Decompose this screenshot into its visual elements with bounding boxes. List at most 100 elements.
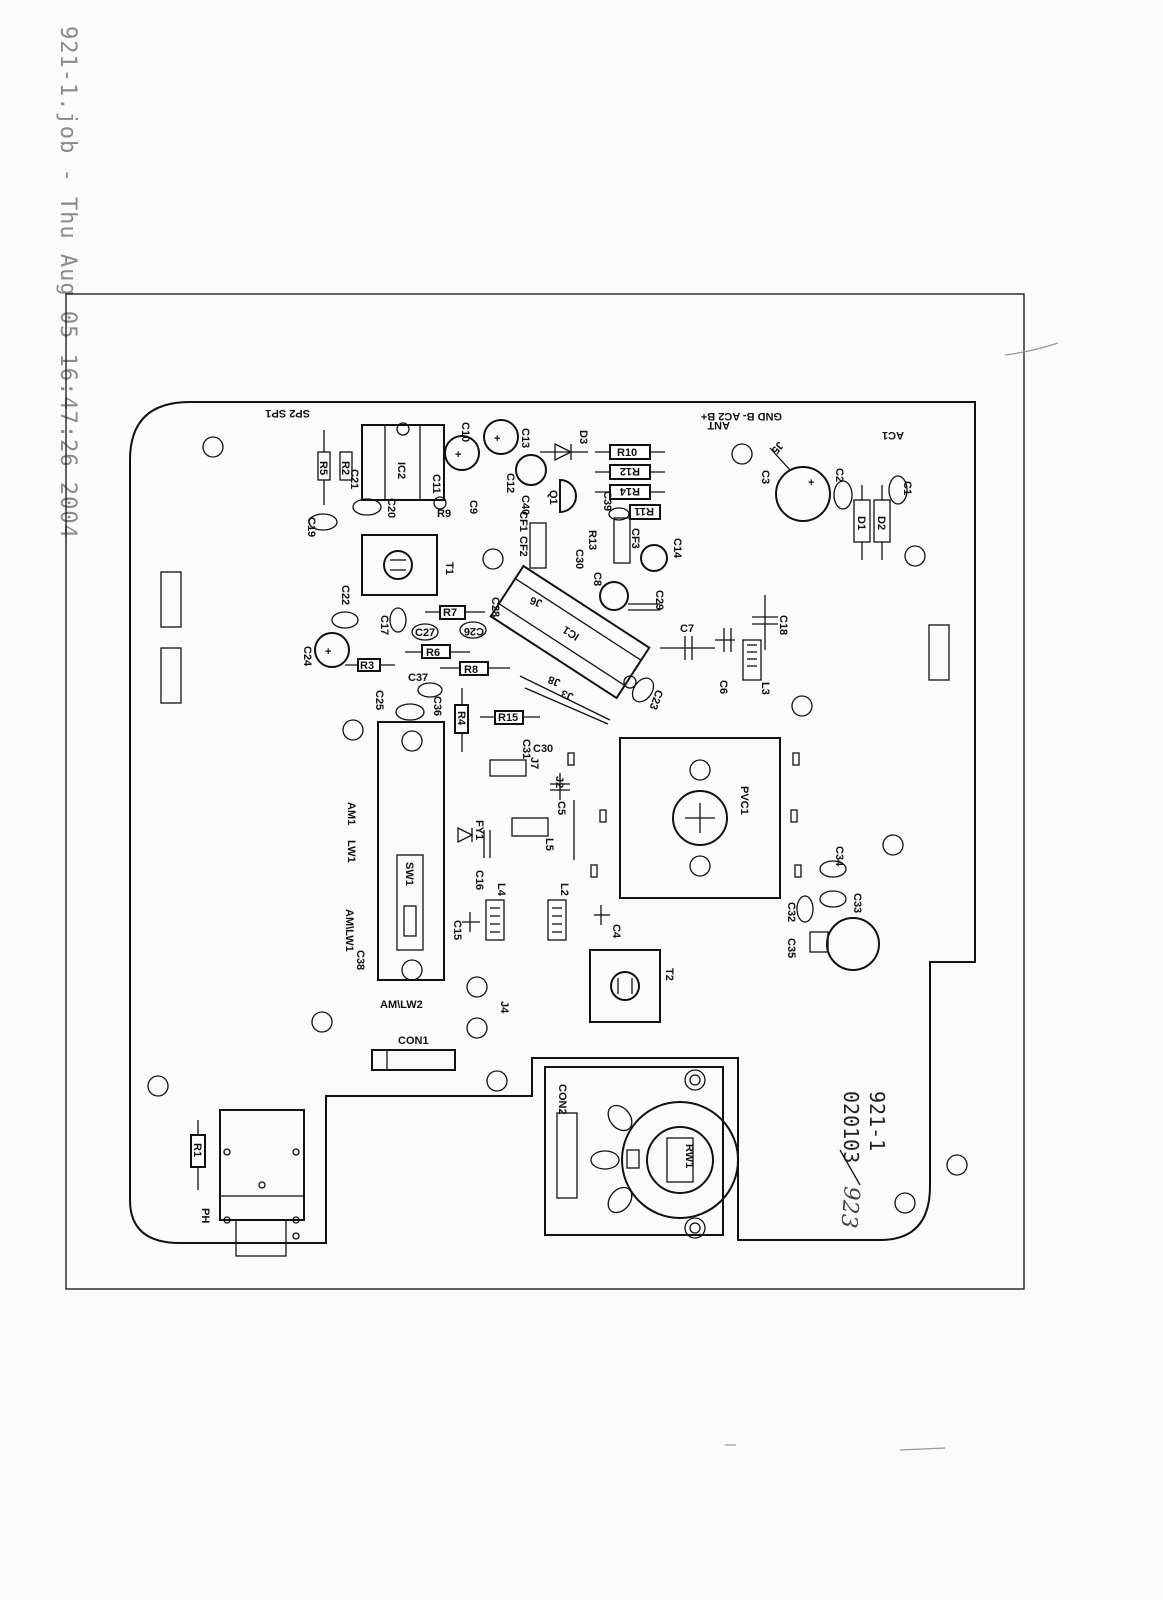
code-stamp: 020103 [839, 1091, 863, 1163]
svg-text:CON1: CON1 [398, 1035, 429, 1047]
r12-resistor: R12 [595, 464, 665, 480]
svg-text:C10: C10 [459, 422, 471, 442]
c21-label: C21 [348, 469, 360, 489]
c28-label: C28 [489, 597, 501, 617]
c27-cap [411, 623, 439, 641]
t1-transformer: T1 [361, 534, 455, 596]
c20-label: C20 [385, 498, 397, 518]
c37-label: C37 [408, 672, 428, 684]
slot-right [928, 624, 950, 681]
svg-text:R7: R7 [443, 607, 457, 619]
svg-text:R12: R12 [620, 465, 640, 477]
c40-label: C40 [519, 495, 531, 515]
svg-text:R3: R3 [360, 660, 374, 672]
svg-text:C16: C16 [473, 870, 485, 890]
svg-text:T2: T2 [663, 968, 675, 981]
svg-text:Q1: Q1 [547, 490, 559, 505]
svg-text:C4: C4 [610, 924, 622, 939]
c24-capacitor: + C24 [301, 632, 350, 668]
c23-capacitor: C23 [623, 675, 665, 711]
svg-text:C5: C5 [555, 801, 567, 815]
mounting-holes [147, 436, 968, 1214]
handwritten-note: 923 [835, 1185, 864, 1229]
j3-wire [524, 687, 609, 725]
scan-speck [899, 1447, 946, 1451]
c11-label: C11 [430, 474, 442, 494]
r6-resistor: R6 [405, 644, 470, 659]
c8-capacitor: C8 [591, 572, 629, 611]
board-outline [129, 401, 976, 1244]
ac1-label: AC1 [882, 429, 904, 441]
fy1-diode: FY1 [457, 820, 485, 844]
svg-text:D1: D1 [855, 516, 867, 530]
con2-rw1-block: CON2 RW1 [544, 1066, 739, 1239]
cf2-filter: CF2 [517, 522, 547, 569]
c20-cap [352, 498, 382, 516]
sw1-switch: SW1 AM1 LW1 AM\LW1 AM\LW2 [343, 721, 445, 1011]
c22-cap [331, 611, 359, 629]
j1-jumper [489, 759, 527, 777]
cf1-label: CF1 [517, 511, 529, 532]
svg-text:C3: C3 [759, 470, 771, 484]
c9-label: C9 [467, 500, 479, 514]
slot-left-bottom [160, 647, 182, 704]
c31-label: C31 [520, 739, 532, 759]
c7-capacitor: C7 [660, 623, 715, 660]
j6-label: J6 [528, 594, 544, 609]
svg-text:C29: C29 [653, 590, 665, 610]
q1-transistor: Q1 [547, 478, 577, 514]
r15-resistor: R15 [480, 710, 540, 725]
svg-text:PVC1: PVC1 [738, 786, 750, 815]
svg-text:+: + [494, 433, 500, 445]
c2-label: C2 [833, 468, 845, 482]
r2-resistor: R2 [339, 451, 353, 481]
svg-text:R11: R11 [634, 505, 654, 517]
c25-label: C25 [373, 690, 385, 710]
svg-text:R15: R15 [498, 712, 518, 724]
c12-capacitor: C12 [504, 454, 547, 493]
c3-capacitor: + C3 [759, 466, 831, 522]
c39-cap [608, 507, 630, 521]
power-labels: GND B- AC2 B+ [701, 410, 782, 422]
c4-capacitor: C4 [594, 905, 622, 939]
r10-resistor: R10 [595, 444, 665, 460]
d3-diode: D3 [540, 430, 589, 462]
c19-cap [308, 513, 338, 531]
d2-diode: D2 [873, 485, 891, 560]
svg-text:CON2: CON2 [556, 1084, 568, 1115]
con1-connector: CON1 [371, 1035, 456, 1071]
svg-text:C24: C24 [301, 646, 313, 667]
c14-capacitor: C14 [640, 538, 683, 572]
svg-text:D3: D3 [577, 430, 589, 444]
svg-text:AM\LW2: AM\LW2 [380, 999, 423, 1011]
svg-text:AM\LW1: AM\LW1 [343, 909, 355, 952]
svg-text:D2: D2 [875, 516, 887, 530]
model-stamp: 921-1 [865, 1091, 889, 1151]
c30-label: C30 [533, 743, 553, 755]
c5-capacitor: C5 [550, 773, 570, 815]
r14-resistor: R14 [595, 484, 665, 500]
c15-capacitor: C15 [451, 912, 480, 940]
svg-text:C8: C8 [591, 572, 603, 586]
svg-text:+: + [325, 646, 331, 658]
c6-capacitor: C6 [715, 628, 735, 694]
svg-text:R5: R5 [317, 461, 329, 475]
c22-label: C22 [339, 585, 351, 605]
svg-text:R8: R8 [464, 664, 478, 676]
ic2-component: IC2 [361, 422, 447, 510]
c34-cap [819, 860, 847, 878]
c35-capacitor: C35 [785, 917, 880, 971]
svg-text:T1: T1 [443, 562, 455, 575]
r13-label: R13 [586, 530, 598, 550]
j5-label: J5 [769, 439, 786, 456]
c33-label: C33 [851, 893, 863, 913]
svg-text:C14: C14 [671, 538, 683, 559]
l3-inductor: L3 [742, 639, 771, 695]
c26-label: C26 [464, 625, 484, 637]
svg-text:C13: C13 [519, 428, 531, 448]
svg-text:R4: R4 [455, 711, 467, 726]
svg-text:L5: L5 [543, 838, 555, 851]
slot-left-top [160, 571, 182, 628]
r11-resistor: R11 [629, 504, 661, 520]
